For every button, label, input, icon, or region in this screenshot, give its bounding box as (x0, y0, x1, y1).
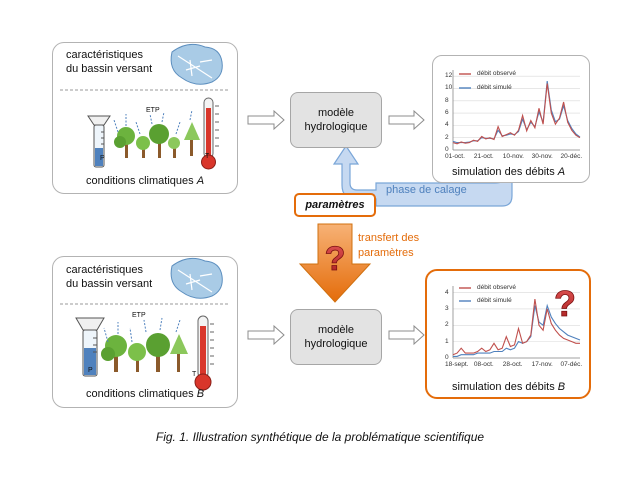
x-tick-label: 30-nov. (531, 153, 553, 160)
x-tick-label: 21-oct. (473, 153, 494, 160)
arrow-a-to-model (247, 109, 285, 131)
hydrological-model-b: modèle hydrologique (290, 309, 382, 365)
legend-simulated-b: débit simulé (477, 297, 512, 304)
model-a-line2: hydrologique (304, 121, 368, 133)
simulation-caption-a: simulation des débits A (452, 166, 565, 178)
temp-label-b: T (192, 371, 197, 378)
sim-b-suffix: B (557, 381, 566, 393)
basin-title-line1-a: caractéristiques (66, 49, 144, 61)
model-b-line2: hydrologique (304, 338, 368, 350)
model-a-line1: modèle (317, 107, 355, 119)
sim-a-suffix: A (557, 166, 566, 178)
precip-label-b: P (88, 367, 93, 374)
y-tick-label: 2 (445, 321, 449, 329)
figure-caption: Fig. 1. Illustration synthétique de la p… (155, 430, 485, 444)
model-b-line1: modèle (317, 324, 355, 336)
trees-icon (114, 122, 200, 158)
rain-gauge-icon (75, 317, 105, 377)
conditions-prefix-b: conditions climatiques (86, 388, 194, 400)
y-tick-label: 6 (445, 109, 449, 117)
temp-label-a: T (205, 153, 210, 160)
legend-observed-b: débit observé (477, 284, 517, 291)
y-tick-label: 8 (445, 96, 449, 104)
transfer-arrow (298, 223, 372, 303)
x-tick-label: 08-oct. (473, 361, 494, 368)
thermometer-icon (194, 315, 214, 391)
trees-icon (101, 333, 188, 372)
basin-title-line1-b: caractéristiques (66, 264, 144, 276)
x-tick-label: 20-déc. (560, 153, 583, 160)
sim-a-prefix: simulation des débits (452, 166, 555, 178)
thermometer-icon (201, 97, 219, 170)
simulation-caption-b: simulation des débits B (452, 381, 565, 393)
watershed-icon (170, 43, 223, 85)
parameters-box: paramètres (294, 193, 376, 217)
transfer-question-icon: ? (325, 240, 346, 278)
watershed-icon (170, 257, 223, 299)
series-line-observed (452, 83, 581, 145)
basin-title-line2-a: du bassin versant (66, 63, 153, 75)
uncertainty-question-icon: ? (554, 283, 576, 324)
arrow-model-to-sim-b (388, 324, 425, 346)
hydrological-model-a: modèle hydrologique (290, 92, 382, 148)
y-tick-label: 10 (445, 84, 453, 92)
conditions-suffix-b: B (196, 388, 205, 400)
conditions-suffix-a: A (196, 175, 205, 187)
etp-label-a: ETP (146, 107, 160, 114)
series-line-simulated (453, 303, 581, 357)
basin-title-line2-b: du bassin versant (66, 278, 153, 290)
precip-label-a: P (100, 155, 105, 162)
x-tick-label: 10-nov. (502, 153, 524, 160)
x-tick-label: 01-oct. (445, 153, 465, 160)
etp-arrows-icon (113, 109, 193, 135)
y-tick-label: 0 (445, 146, 449, 153)
conditions-label-a: conditions climatiques A (86, 175, 204, 187)
series-line-observed (452, 299, 580, 356)
arrow-b-to-model (247, 324, 285, 346)
y-tick-label: 0 (445, 354, 449, 361)
legend-simulated-a: débit simulé (477, 84, 512, 91)
x-tick-label: 18-sept. (445, 361, 469, 368)
parameters-label: paramètres (305, 199, 365, 211)
sim-b-prefix: simulation des débits (452, 381, 555, 393)
y-tick-label: 2 (445, 133, 449, 141)
etp-label-b: ETP (132, 312, 146, 319)
x-tick-label: 17-nov. (531, 361, 553, 368)
transfer-label-line1: transfert des (358, 232, 420, 244)
calibration-label: phase de calage (386, 184, 467, 196)
transfer-label-line2: paramètres (358, 247, 414, 259)
y-tick-label: 4 (445, 288, 449, 296)
x-tick-label: 07-déc. (560, 361, 583, 368)
etp-arrows-icon (103, 317, 181, 343)
legend-observed-a: débit observé (477, 70, 517, 77)
rain-gauge-icon (87, 115, 111, 168)
y-tick-label: 4 (445, 121, 449, 129)
conditions-prefix-a: conditions climatiques (86, 175, 194, 187)
y-tick-label: 12 (445, 72, 453, 80)
y-tick-label: 1 (445, 337, 449, 345)
arrow-model-to-sim-a (388, 109, 425, 131)
y-tick-label: 3 (445, 304, 449, 312)
x-tick-label: 28-oct. (502, 361, 523, 368)
conditions-label-b: conditions climatiques B (86, 388, 204, 400)
